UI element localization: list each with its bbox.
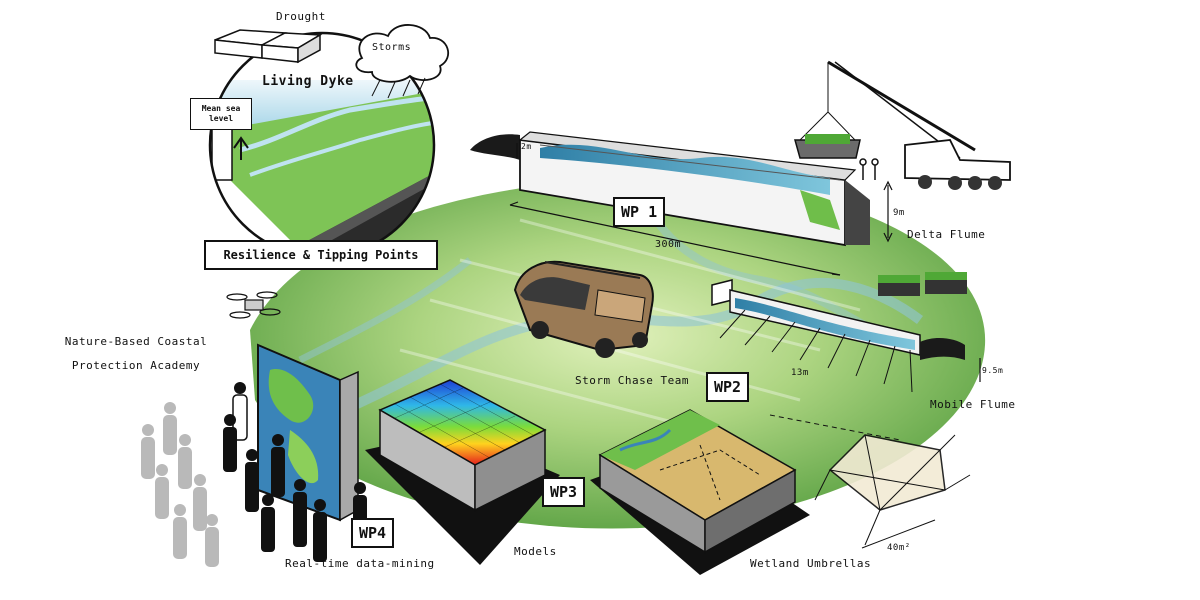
wp1-box: WP 1 bbox=[613, 197, 666, 227]
wp3-box: WP3 bbox=[542, 477, 586, 507]
storm-chase-team-label: Storm Chase Team bbox=[575, 374, 689, 387]
wp4-box: WP4 bbox=[351, 518, 395, 548]
delta-flume-illustration bbox=[470, 131, 893, 276]
dim-300m-label: 300m bbox=[655, 239, 682, 250]
wp2-box: WP2 bbox=[706, 372, 750, 402]
mobile-flume-label: Mobile Flume bbox=[930, 398, 1016, 411]
dim-13m-label: 13m bbox=[791, 368, 809, 378]
drought-label: Drought bbox=[276, 10, 326, 23]
storm-cloud-icon bbox=[355, 24, 450, 99]
crane-illustration bbox=[794, 60, 1011, 190]
wetland-block bbox=[590, 409, 810, 575]
mean-sea-level-box: Mean sea level bbox=[190, 98, 252, 130]
resilience-tipping-points-box: Resilience & Tipping Points bbox=[204, 240, 438, 270]
models-label: Models bbox=[514, 545, 557, 558]
academy-crowd bbox=[141, 402, 219, 567]
real-time-data-mining-label: Real-time data-mining bbox=[285, 557, 435, 570]
storm-chase-van bbox=[513, 260, 654, 358]
model-heatmap-block bbox=[365, 379, 560, 565]
dim-95m-label: 9.5m bbox=[982, 366, 1004, 375]
academy-label: Nature-Based Coastal Protection Academy bbox=[64, 335, 208, 372]
wetland-umbrella-icon bbox=[769, 414, 971, 549]
dim-2m-label: 2m bbox=[521, 142, 532, 151]
vegetation-trays bbox=[878, 272, 967, 296]
drought-blocks-icon bbox=[214, 29, 323, 64]
living-dyke-label: Living Dyke bbox=[262, 74, 354, 89]
dim-40m2-label: 40m² bbox=[887, 543, 911, 553]
wetland-umbrellas-label: Wetland Umbrellas bbox=[750, 557, 872, 570]
dim-9m-label: 9m bbox=[893, 208, 905, 218]
mobile-flume-illustration bbox=[711, 279, 981, 393]
drone-icon bbox=[226, 291, 281, 319]
storms-label: Storms bbox=[372, 42, 412, 53]
delta-flume-label: Delta Flume bbox=[907, 228, 986, 241]
